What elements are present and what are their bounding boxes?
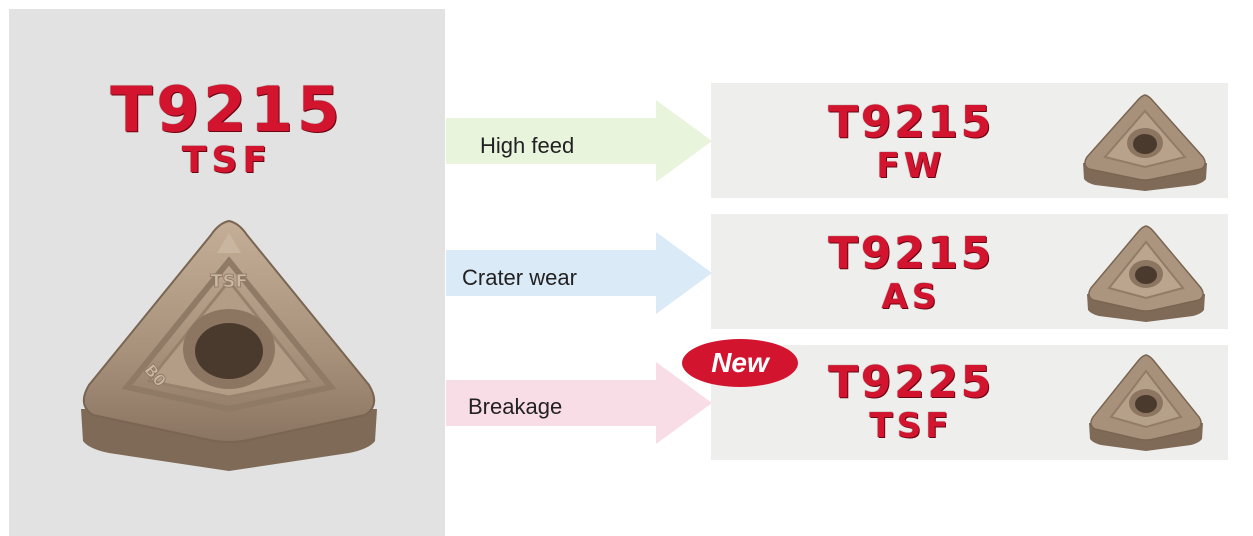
result-grade-as: T9215: [828, 228, 994, 279]
label-breakage: Breakage: [468, 394, 563, 419]
insert-image-t9225: [1089, 354, 1203, 451]
result-box-fw: T9215 FW: [711, 83, 1228, 198]
insert-image-fw: [1083, 94, 1207, 191]
source-chipbreaker-logo: TSF: [181, 140, 273, 181]
insert-image-large: TSF B0: [81, 219, 377, 471]
insert-mark-top: TSF: [210, 271, 248, 292]
result-box-as: T9215 AS: [711, 214, 1228, 329]
result-chipbreaker-as: AS: [881, 277, 941, 317]
source-grade-logo: T9215: [110, 73, 344, 146]
result-grade-t9225: T9225: [828, 357, 994, 408]
new-badge-shape: [682, 339, 798, 387]
insert-image-as: [1087, 225, 1205, 322]
source-panel: T9215 TSF TSF B0: [9, 9, 445, 536]
result-chipbreaker-fw: FW: [876, 146, 946, 186]
result-chipbreaker-t9225: TSF: [869, 406, 953, 446]
arrow-crater-wear: [446, 232, 712, 314]
label-crater-wear: Crater wear: [462, 265, 577, 290]
result-grade-fw: T9215: [828, 97, 994, 148]
arrow-high-feed: [446, 100, 712, 182]
new-badge-text: New: [711, 347, 769, 378]
arrow-breakage: [446, 362, 712, 444]
label-high-feed: High feed: [480, 133, 575, 158]
